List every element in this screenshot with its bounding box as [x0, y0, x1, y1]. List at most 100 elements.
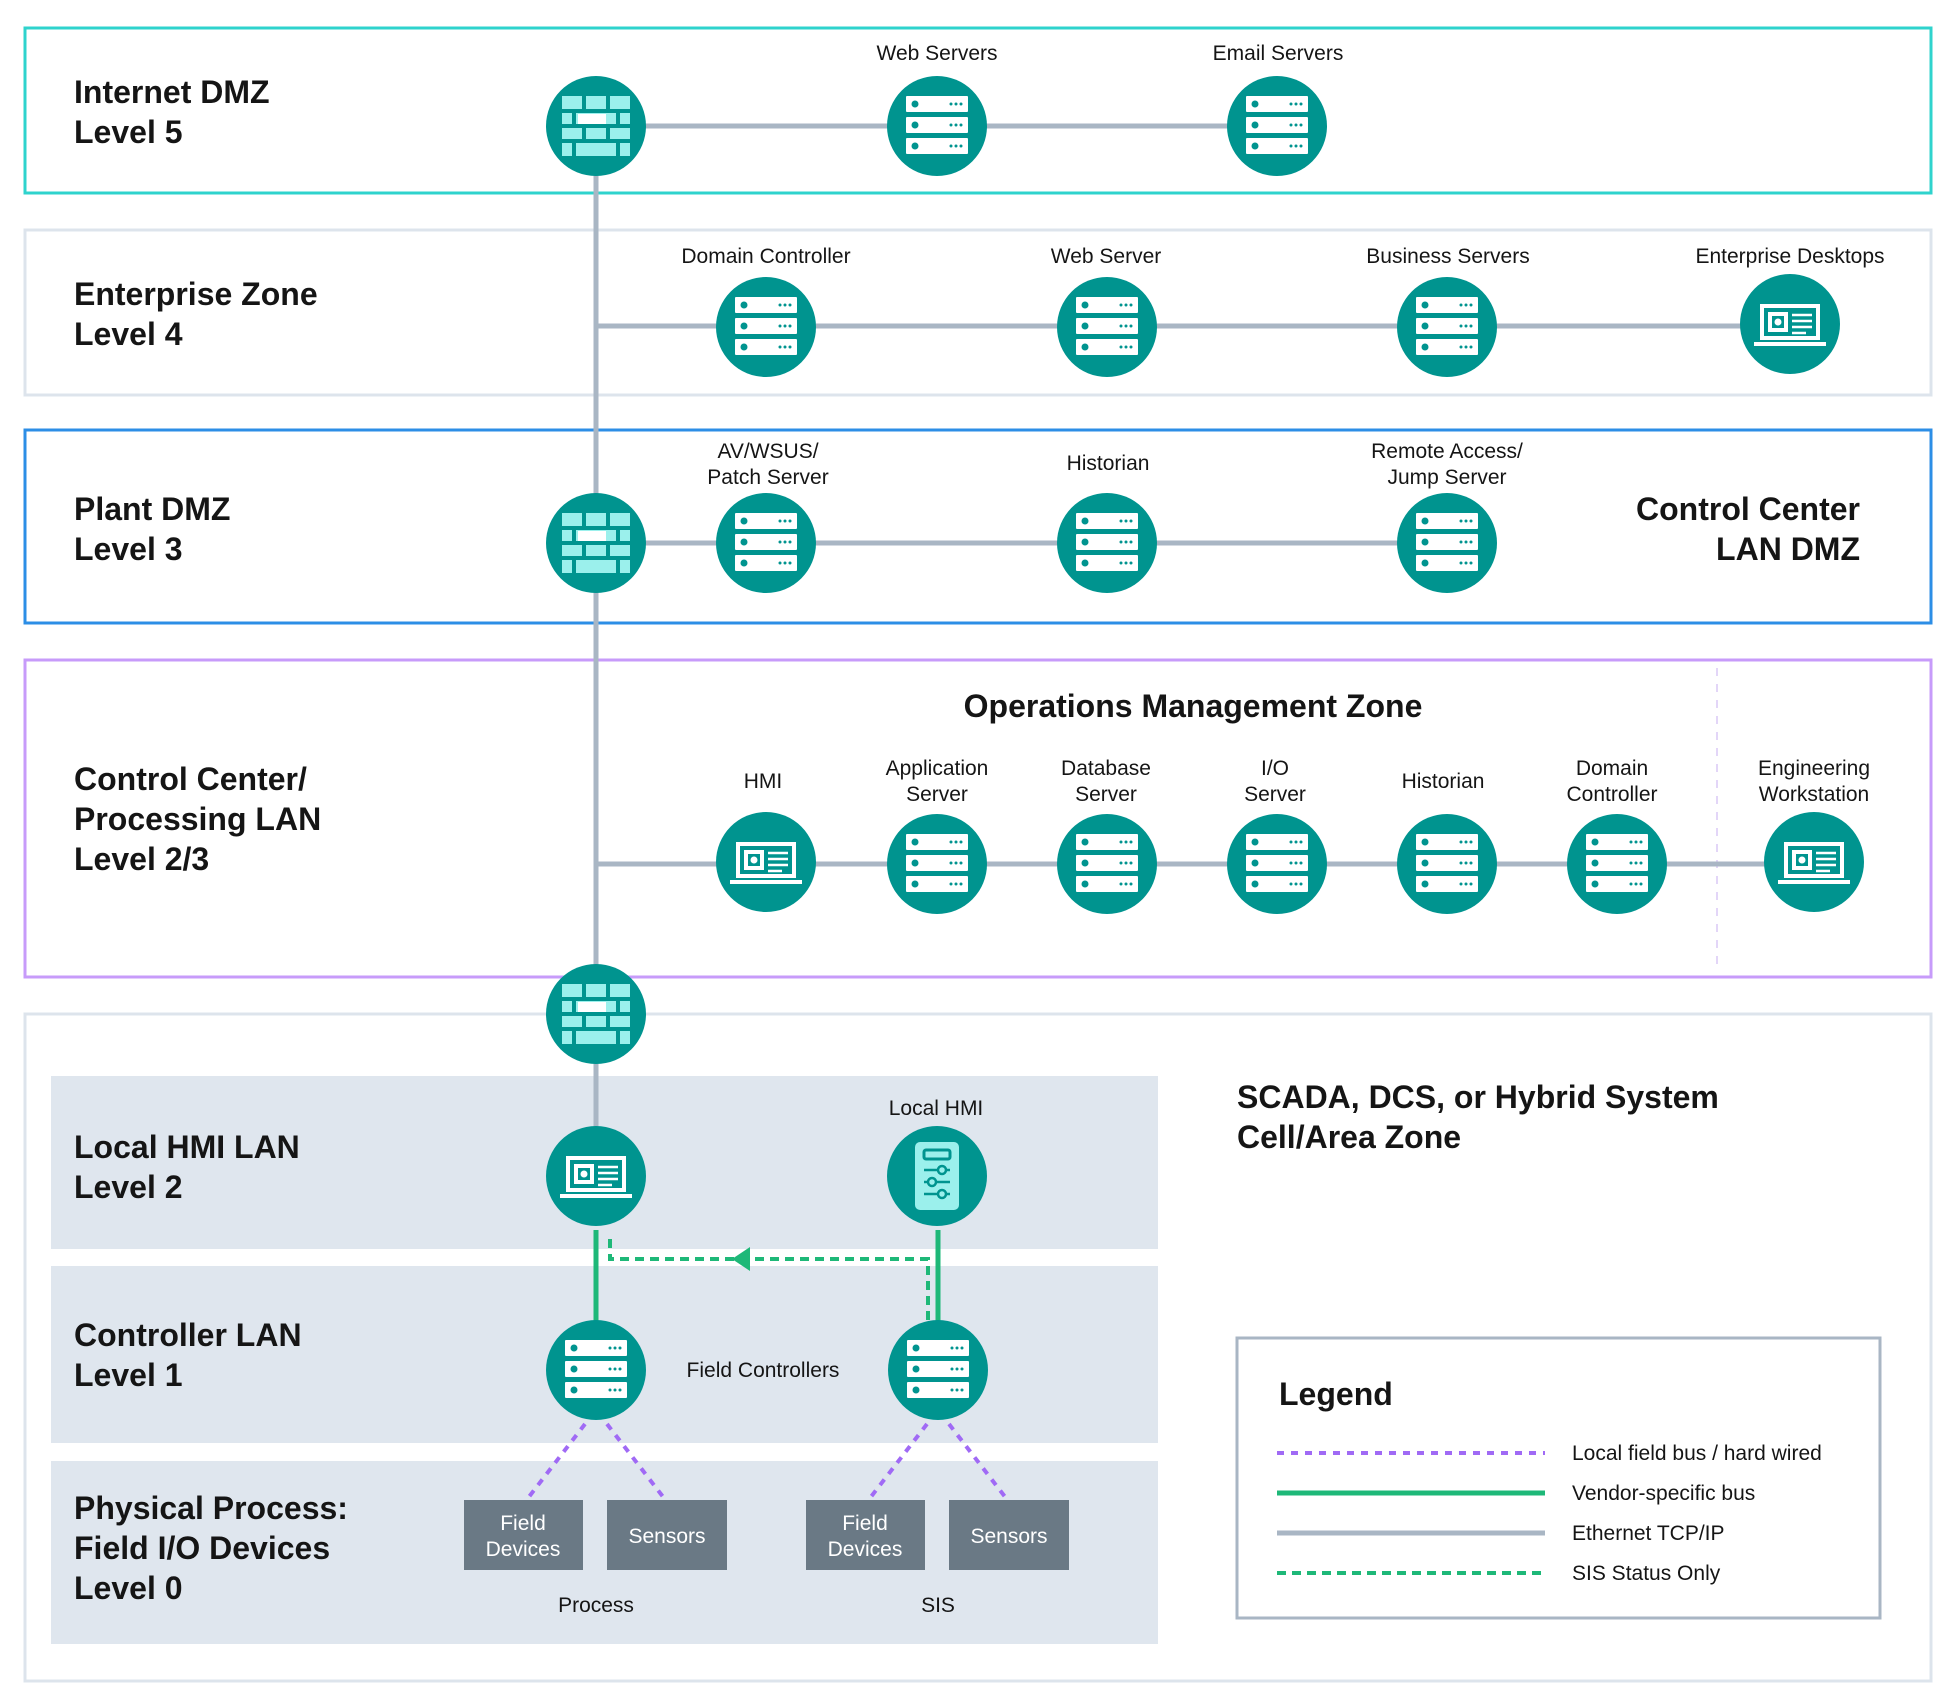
server-icon — [1416, 834, 1478, 892]
zone-title-internet-dmz: Internet DMZ — [74, 74, 270, 110]
sis-status-line — [608, 1235, 930, 1320]
zone-title-controller-lan: Controller LAN — [74, 1317, 302, 1353]
field-bus-sis-devices — [865, 1422, 929, 1504]
zone-subtitle-physical: Field I/O Devices — [74, 1530, 330, 1566]
server-icon — [565, 1340, 627, 1398]
firewall-l3 — [546, 493, 646, 593]
device-sensors-sis-label: Sensors — [970, 1525, 1047, 1548]
desktop-icon — [1776, 840, 1852, 886]
firewall-l5 — [546, 76, 646, 176]
server-icon — [906, 834, 968, 892]
zone-plant-dmz — [23, 428, 1933, 625]
desktop-icon — [728, 840, 804, 886]
label-historian-l3: Historian — [1067, 452, 1150, 475]
node-enterprise-desktops — [1740, 274, 1840, 374]
node-historian-l23 — [1397, 814, 1497, 914]
device-field-devices-sis-line2: Devices — [828, 1538, 903, 1561]
label-local-hmi: Local HMI — [889, 1097, 984, 1120]
server-icon — [1416, 297, 1478, 355]
zone-title-local-hmi-lan: Local HMI LAN — [74, 1129, 300, 1165]
node-io-server — [1227, 814, 1327, 914]
device-field-devices-process — [464, 1500, 583, 1570]
zone-enterprise — [23, 228, 1933, 397]
server-icon — [906, 96, 968, 154]
zone-level-control-center-lan: Level 2/3 — [74, 841, 209, 877]
node-hmi — [716, 812, 816, 912]
server-icon — [735, 297, 797, 355]
zone-level-internet-dmz: Level 5 — [74, 114, 183, 150]
node-web-servers — [887, 76, 987, 176]
operations-zone-title: Operations Management Zone — [964, 688, 1423, 724]
server-icon — [1076, 297, 1138, 355]
zone-subtitle-control-center-dmz: LAN DMZ — [1716, 531, 1860, 567]
device-sensors-sis — [949, 1500, 1069, 1570]
node-application-server — [887, 814, 987, 914]
zone-level-physical: Level 0 — [74, 1570, 183, 1606]
label-field-controllers: Field Controllers — [687, 1359, 840, 1382]
zone-level-controller-lan: Level 1 — [74, 1357, 183, 1393]
label-process: Process — [558, 1594, 634, 1617]
label-remote-access-line2: Jump Server — [1387, 466, 1506, 489]
label-database-server-line2: Server — [1075, 783, 1137, 806]
firewall-icon — [560, 982, 632, 1046]
firewall-icon — [560, 94, 632, 158]
zone-subtitle-control-center-lan: Processing LAN — [74, 801, 321, 837]
desktop-icon — [1752, 302, 1828, 348]
label-av-wsus-line1: AV/WSUS/ — [717, 440, 818, 463]
node-domain-controller-l23 — [1567, 814, 1667, 914]
zone-title-control-center-dmz: Control Center — [1636, 491, 1860, 527]
node-database-server — [1057, 814, 1157, 914]
server-icon — [1586, 834, 1648, 892]
label-application-server-line1: Application — [886, 757, 989, 780]
node-local-hmi-lan-desktop — [546, 1126, 646, 1226]
server-icon — [735, 513, 797, 571]
label-email-servers: Email Servers — [1213, 42, 1344, 65]
node-engineering-workstation — [1764, 812, 1864, 912]
zone-subtitle-scada: Cell/Area Zone — [1237, 1119, 1461, 1155]
label-engineering-workstation-line2: Workstation — [1759, 783, 1870, 806]
node-field-controller-process — [546, 1320, 646, 1420]
label-io-server-line1: I/O — [1261, 757, 1289, 780]
legend-label-vendor-bus: Vendor-specific bus — [1572, 1482, 1755, 1505]
label-domain-controller-l23-line2: Controller — [1566, 783, 1657, 806]
label-historian-l23: Historian — [1402, 770, 1485, 793]
zone-title-physical: Physical Process: — [74, 1490, 348, 1526]
zone-title-scada: SCADA, DCS, or Hybrid System — [1237, 1079, 1719, 1115]
node-av-wsus — [716, 493, 816, 593]
legend-title: Legend — [1279, 1376, 1393, 1412]
server-icon — [1416, 513, 1478, 571]
server-icon — [1246, 834, 1308, 892]
label-web-server-l4: Web Server — [1051, 245, 1162, 268]
label-web-servers: Web Servers — [877, 42, 998, 65]
desktop-icon — [558, 1154, 634, 1200]
label-application-server-line2: Server — [906, 783, 968, 806]
label-io-server-line2: Server — [1244, 783, 1306, 806]
field-bus-sis-sensors — [947, 1422, 1011, 1504]
zone-level-plant-dmz: Level 3 — [74, 531, 183, 567]
node-email-servers — [1227, 76, 1327, 176]
label-domain-controller-l23-line1: Domain — [1576, 757, 1648, 780]
device-field-devices-process-line1: Field — [500, 1512, 546, 1535]
hmi-panel-icon — [913, 1140, 961, 1212]
label-business-servers: Business Servers — [1366, 245, 1529, 268]
legend-label-field-bus: Local field bus / hard wired — [1572, 1442, 1822, 1465]
label-enterprise-desktops: Enterprise Desktops — [1695, 245, 1884, 268]
sis-status-arrow — [732, 1247, 750, 1271]
label-engineering-workstation-line1: Engineering — [1758, 757, 1870, 780]
label-remote-access-line1: Remote Access/ — [1371, 440, 1523, 463]
label-av-wsus-line2: Patch Server — [707, 466, 828, 489]
zone-level-local-hmi-lan: Level 2 — [74, 1169, 183, 1205]
firewall-cell — [546, 964, 646, 1064]
zone-title-control-center-lan: Control Center/ — [74, 761, 307, 797]
node-remote-access — [1397, 493, 1497, 593]
server-icon — [1076, 513, 1138, 571]
node-business-servers — [1397, 277, 1497, 377]
node-local-hmi — [887, 1126, 987, 1226]
legend-label-ethernet: Ethernet TCP/IP — [1572, 1522, 1725, 1545]
node-field-controller-sis — [888, 1320, 988, 1420]
label-sis: SIS — [921, 1594, 955, 1617]
label-domain-controller-l4: Domain Controller — [681, 245, 850, 268]
zone-level-enterprise: Level 4 — [74, 316, 183, 352]
label-hmi: HMI — [744, 770, 783, 793]
label-database-server-line1: Database — [1061, 757, 1151, 780]
